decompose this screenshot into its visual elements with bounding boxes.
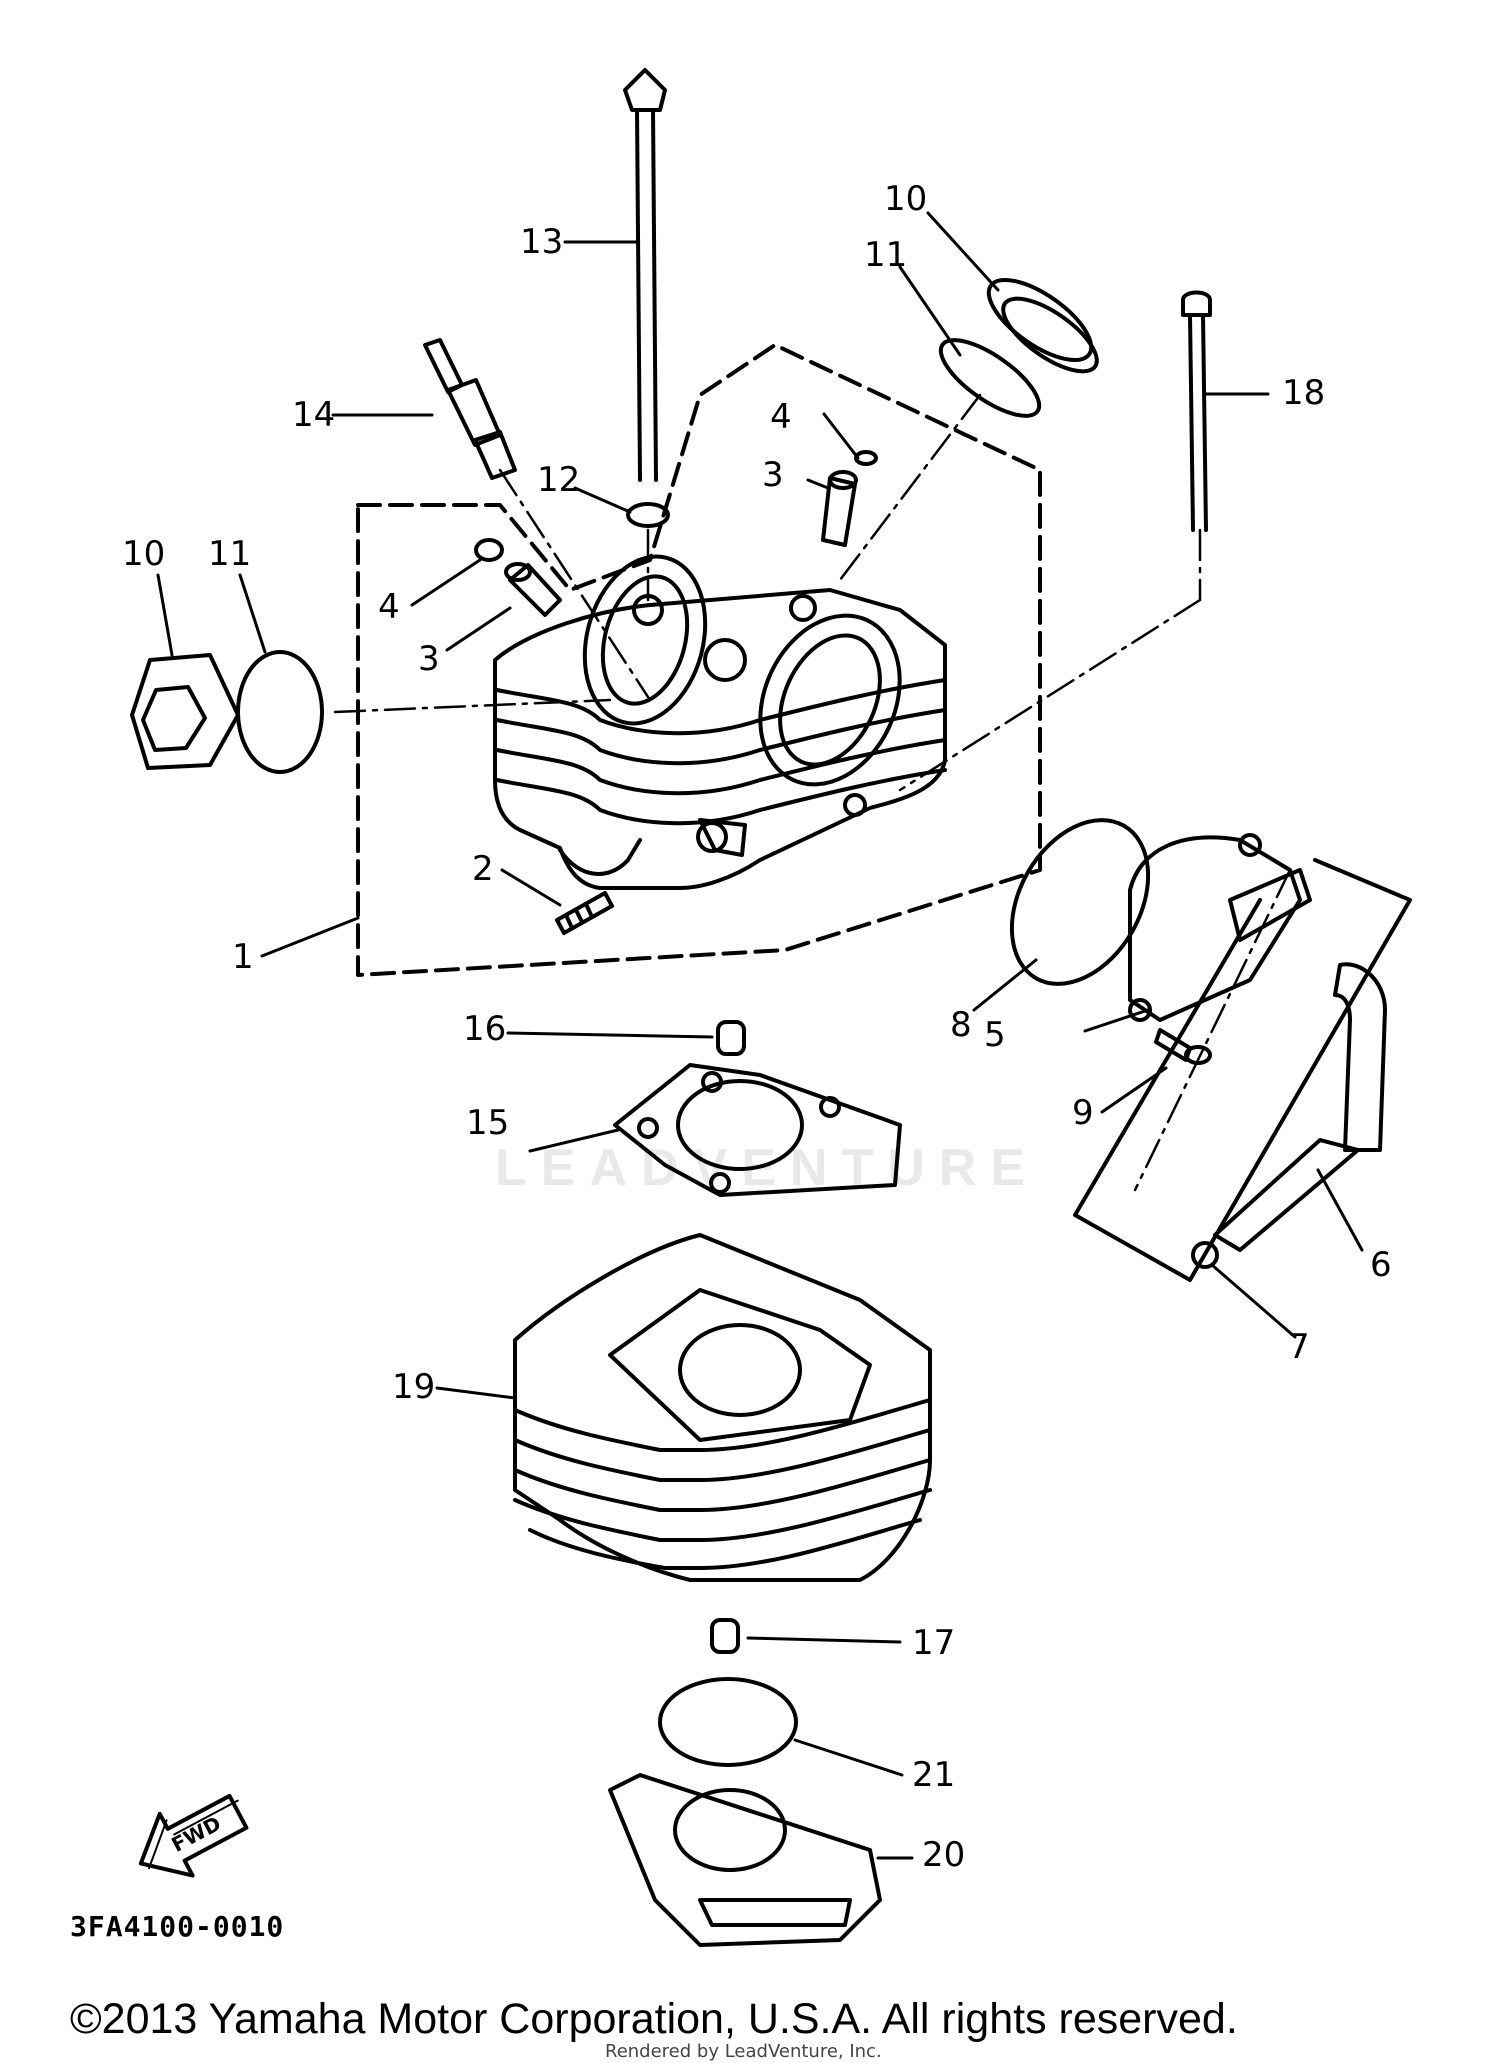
rendered-by-notice: Rendered by LeadVenture, Inc.: [605, 2041, 882, 2062]
callout-10-left: 10: [122, 534, 166, 574]
fwd-arrow-icon: [138, 1793, 249, 1878]
callout-3-left: 3: [418, 639, 440, 679]
callout-11-right: 11: [864, 235, 908, 275]
callout-2: 2: [472, 849, 494, 889]
callout-9: 9: [1072, 1093, 1094, 1133]
cap-10-left: [130, 653, 240, 770]
breather-cover-5: [1128, 833, 1312, 1022]
cap-10-right: [986, 277, 1099, 374]
o-ring-11-right: [938, 338, 1042, 418]
callout-4-left: 4: [378, 587, 400, 627]
callout-3-right: 3: [762, 455, 784, 495]
callout-15: 15: [466, 1103, 510, 1143]
leader-lines: [156, 211, 1364, 1860]
head-gasket-15: [613, 1063, 902, 1197]
bolt-18: [1181, 290, 1212, 532]
callout-1: 1: [232, 937, 254, 977]
callout-12: 12: [537, 460, 581, 500]
cylinder-head: [493, 554, 947, 890]
callout-13: 13: [520, 222, 564, 262]
callout-16: 16: [463, 1009, 507, 1049]
projection-lines: [333, 393, 1292, 1192]
callout-18: 18: [1282, 373, 1326, 413]
hose-clip-7: [1191, 1241, 1219, 1269]
o-ring-21: [658, 1677, 798, 1767]
callout-11-left: 11: [208, 534, 252, 574]
callout-21: 21: [912, 1755, 956, 1795]
callout-14: 14: [292, 395, 336, 435]
copyright-notice: ©2013 Yamaha Motor Corporation, U.S.A. A…: [70, 1995, 1238, 2043]
callout-20: 20: [922, 1835, 966, 1875]
callout-10-right: 10: [884, 179, 928, 219]
screw-9: [1154, 1028, 1212, 1065]
stud-bolt-13: [623, 68, 667, 482]
callout-7: 7: [1288, 1327, 1310, 1367]
callout-5: 5: [984, 1015, 1006, 1055]
head-assembly-outline: [356, 343, 1042, 977]
callout-6: 6: [1370, 1245, 1392, 1285]
callout-8: 8: [950, 1005, 972, 1045]
stud-bolt-2: [555, 891, 614, 935]
callout-17: 17: [912, 1623, 956, 1663]
spark-plug-14: [423, 338, 517, 480]
gasket-8: [1009, 818, 1151, 986]
callout-19: 19: [392, 1367, 436, 1407]
dowel-pin-16: [716, 1020, 746, 1056]
clip-4-right: [854, 450, 878, 466]
dowel-pin-17: [710, 1618, 740, 1654]
o-ring-11-left: [236, 650, 324, 774]
valve-guide-3-left: [504, 562, 562, 617]
breather-assembly-outline: [1073, 858, 1412, 1282]
washer-12: [626, 502, 670, 528]
base-gasket-20: [608, 1773, 882, 1947]
callout-4-right: 4: [770, 397, 792, 437]
breather-hose-6: [1213, 962, 1387, 1252]
cylinder-19: [513, 1233, 932, 1582]
clip-4-left: [474, 538, 504, 562]
valve-guide-3-right: [821, 470, 858, 547]
drawing-code: 3FA4100-0010: [70, 1910, 285, 1943]
